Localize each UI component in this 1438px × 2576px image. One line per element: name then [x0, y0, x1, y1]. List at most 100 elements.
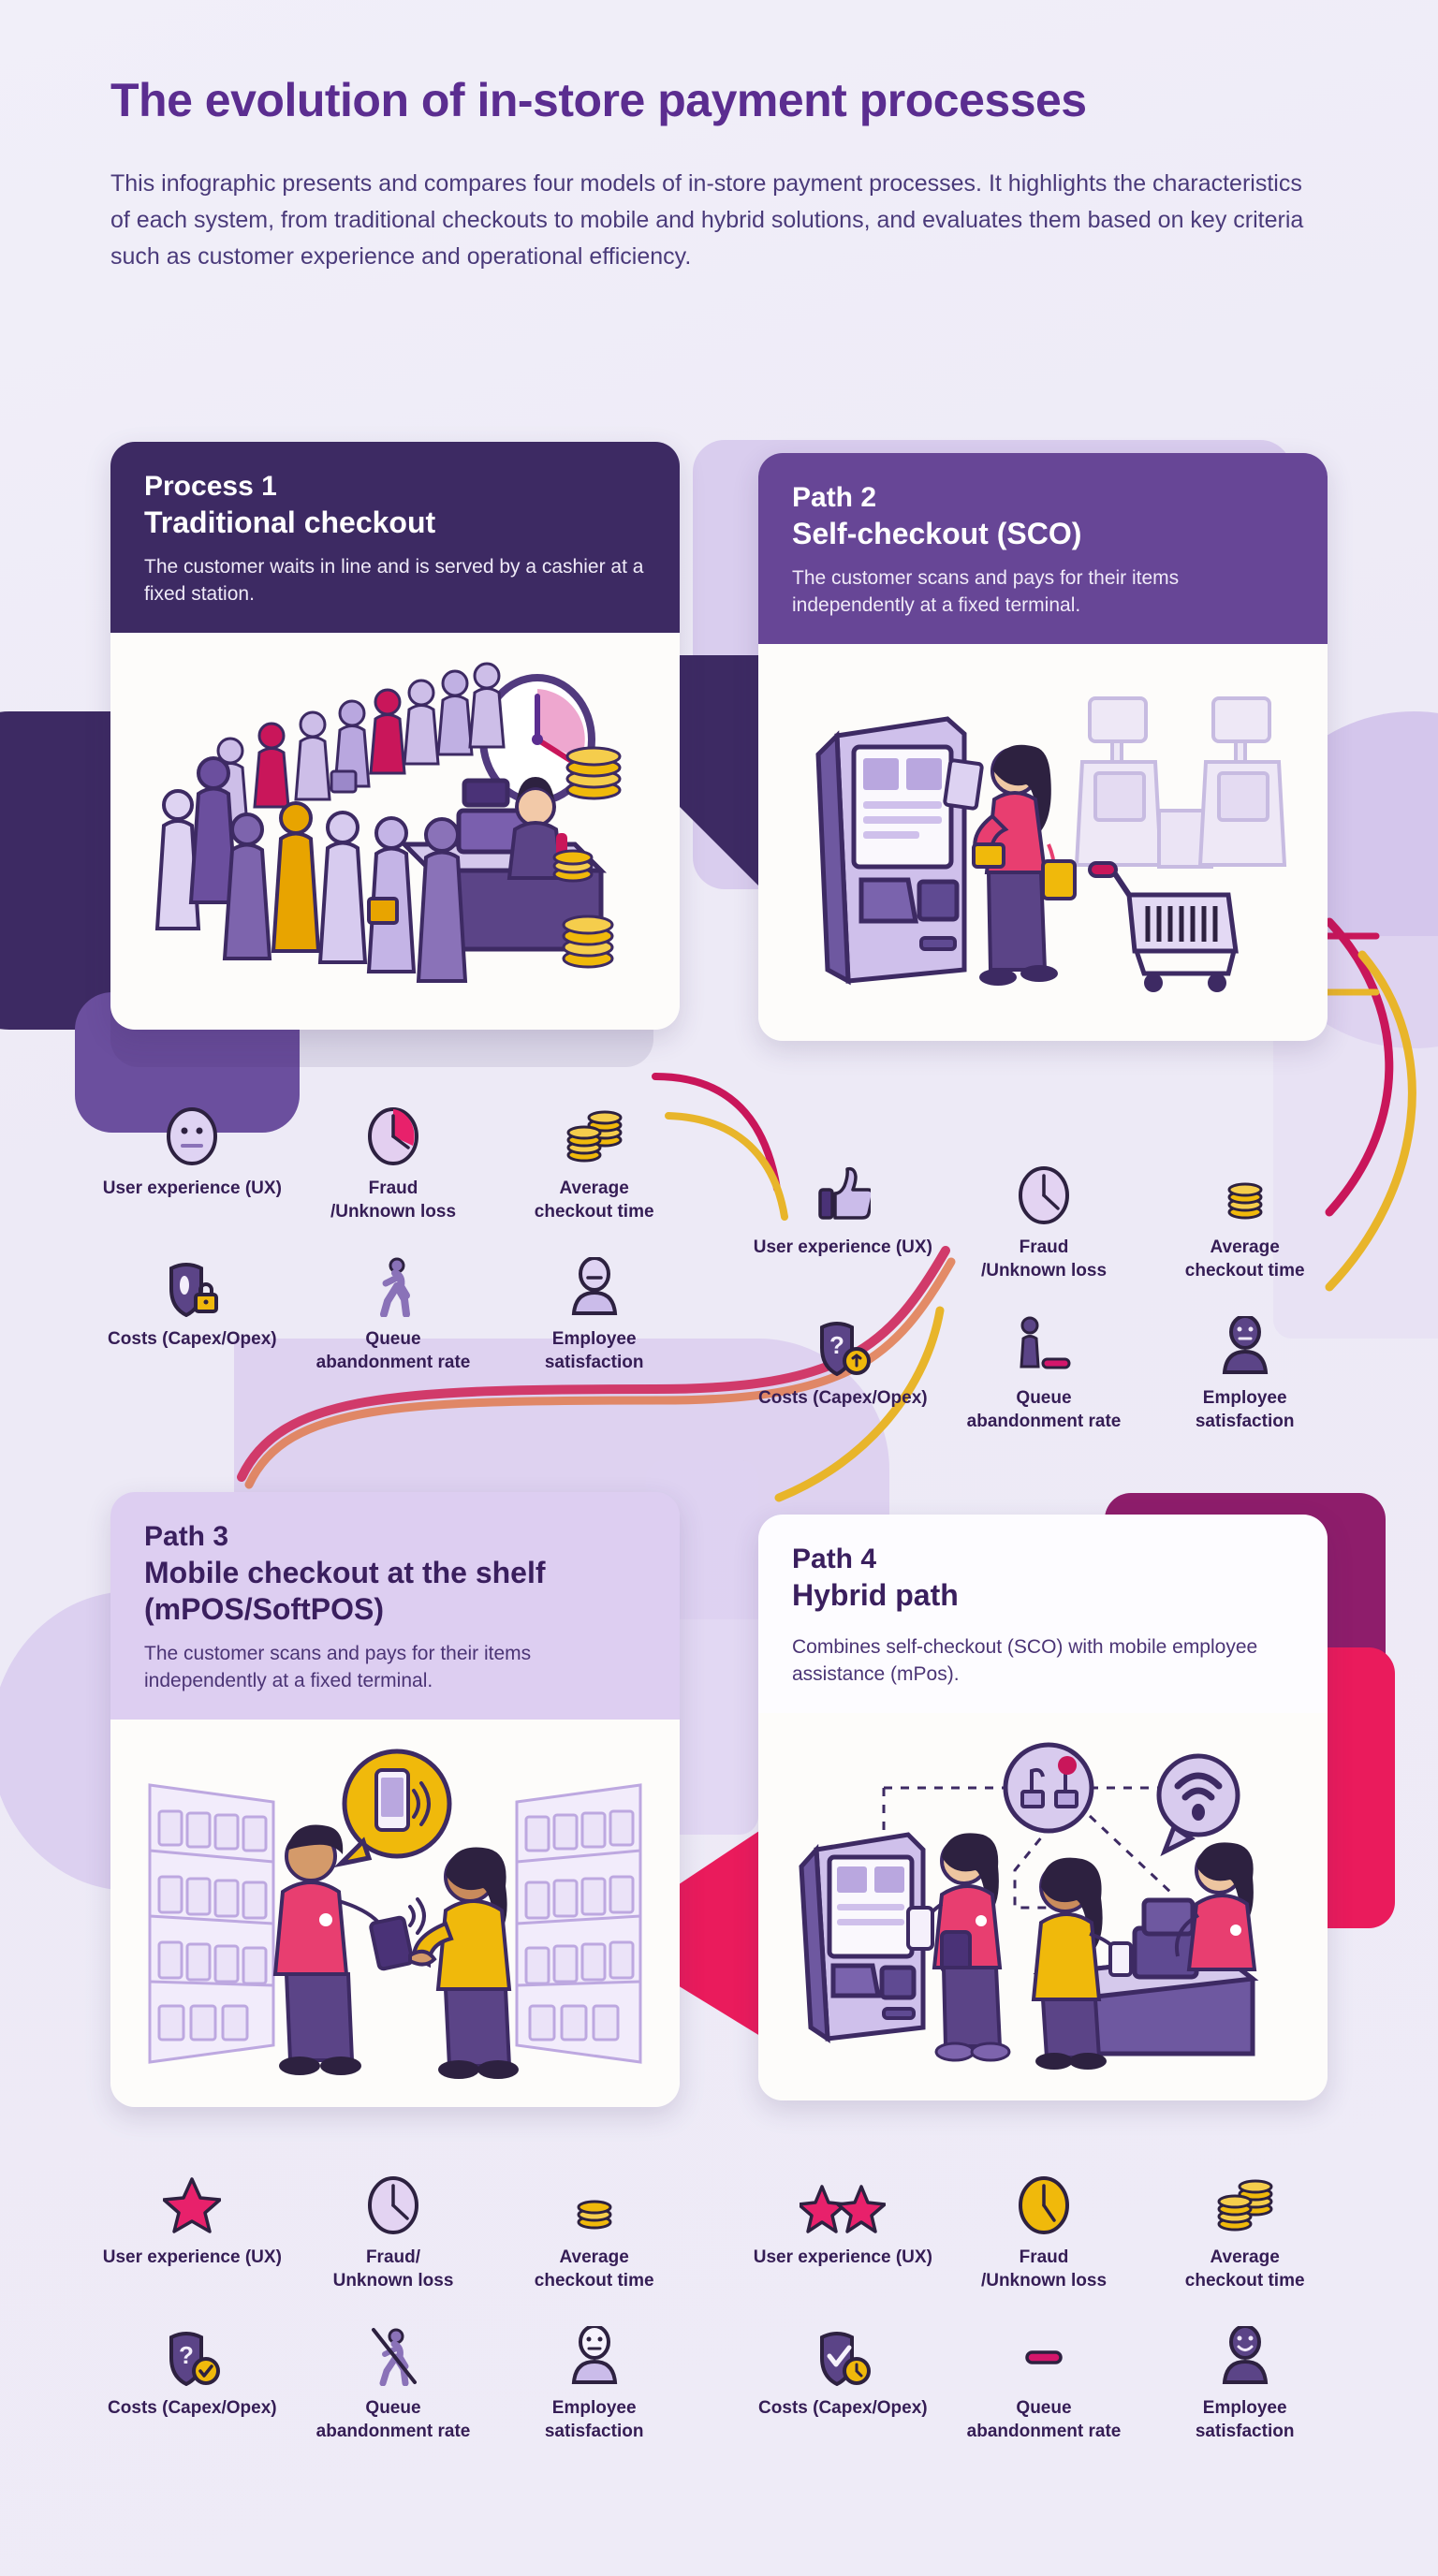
metric-label: Costs (Capex/Opex)	[108, 2398, 277, 2419]
person-smile-dark-icon	[1218, 2324, 1272, 2386]
metric-costs: ? Costs (Capex/Opex)	[94, 2324, 291, 2443]
card2-eyebrow: Path 2	[792, 482, 877, 513]
metric-costs: ? Costs (Capex/Opex)	[744, 1314, 942, 1433]
metric-label: Costs (Capex/Opex)	[758, 1388, 928, 1409]
metric-user-experience: User experience (UX)	[744, 2174, 942, 2292]
metric-fraud-loss: Fraud /Unknown loss	[946, 2174, 1143, 2292]
svg-text:?: ?	[829, 1331, 844, 1359]
metric-label: Employee satisfaction	[544, 2398, 644, 2442]
metric-costs: Costs (Capex/Opex)	[744, 2324, 942, 2443]
coin-stack-small-icon	[567, 2174, 622, 2235]
metric-checkout-time: Average checkout time	[1146, 1164, 1343, 1282]
card3-eyebrow: Path 3	[144, 1521, 229, 1552]
metric-queue-abandonment: Queue abandonment rate	[946, 1314, 1143, 1433]
card1-description: The customer waits in line and is served…	[144, 555, 644, 605]
coin-stack-single-icon	[1218, 1164, 1272, 1225]
metric-queue-abandonment: Queue abandonment rate	[295, 2324, 492, 2443]
card3-header: Path 3 Mobile checkout at the shelf (mPO…	[110, 1492, 680, 1720]
metric-label: Employee satisfaction	[1195, 2398, 1295, 2442]
metric-label: Queue abandonment rate	[966, 2398, 1122, 2442]
metric-label: Average checkout time	[1184, 1237, 1305, 1281]
metrics-card-4: User experience (UX) Fraud /Unknown loss	[744, 2174, 1343, 2444]
metric-label: User experience (UX)	[753, 2247, 932, 2267]
metrics-card-2: User experience (UX) Fraud /Unknown loss	[744, 1164, 1343, 1434]
header: The evolution of in-store payment proces…	[110, 75, 1346, 274]
double-star-icon	[800, 2174, 887, 2235]
illustration-mobile-checkout	[129, 1736, 661, 2083]
metric-label: Average checkout time	[1184, 2247, 1305, 2291]
intro-paragraph: This infographic presents and compares f…	[110, 170, 1304, 270]
metric-fraud-loss: Fraud/ Unknown loss	[295, 2174, 492, 2292]
card4-description: Combines self-checkout (SCO) with mobile…	[792, 1635, 1258, 1685]
metric-label: User experience (UX)	[102, 1178, 282, 1198]
coin-stack-double-icon	[1212, 2174, 1278, 2235]
metric-label: Fraud /Unknown loss	[980, 2247, 1108, 2291]
metric-employee-satisfaction: Employee satisfaction	[495, 1255, 693, 1374]
metric-label: Queue abandonment rate	[966, 1388, 1122, 1432]
metric-fraud-loss: Fraud /Unknown loss	[946, 1164, 1143, 1282]
neutral-face-icon	[165, 1105, 219, 1166]
process-card-4[interactable]: Path 4 Hybrid path Combines self-checkou…	[758, 1515, 1328, 2100]
metric-label: Employee satisfaction	[544, 1329, 644, 1373]
clock-gold-icon	[1017, 2174, 1071, 2235]
card1-eyebrow: Process 1	[144, 471, 277, 502]
card3-description: The customer scans and pays for their it…	[144, 1642, 532, 1691]
card1-header: Process 1 Traditional checkout The custo…	[110, 442, 680, 633]
clock-icon	[366, 2174, 420, 2235]
card4-eyebrow: Path 4	[792, 1544, 877, 1574]
illustration-traditional-checkout	[129, 650, 661, 1005]
metric-label: User experience (UX)	[753, 1237, 932, 1257]
person-neutral-dark-icon	[1218, 1314, 1272, 1376]
metric-fraud-loss: Fraud /Unknown loss	[295, 1105, 492, 1223]
metric-label: Average checkout time	[534, 1178, 654, 1222]
shield-check-coin-icon	[813, 2324, 873, 2387]
metric-label: Costs (Capex/Opex)	[758, 2398, 928, 2419]
page-title: The evolution of in-store payment proces…	[110, 74, 1087, 126]
person-with-short-bar-icon	[1015, 1314, 1073, 1376]
star-icon	[163, 2174, 222, 2235]
illustration-self-checkout	[777, 661, 1309, 1017]
metric-user-experience: User experience (UX)	[94, 1105, 291, 1223]
shield-question-check-icon: ?	[162, 2324, 222, 2387]
metric-label: Fraud /Unknown loss	[330, 1178, 457, 1222]
metric-checkout-time: Average checkout time	[1146, 2174, 1343, 2292]
shield-lock-icon	[162, 1255, 222, 1318]
pie-clock-icon	[366, 1105, 420, 1166]
card2-illustration-area	[758, 643, 1328, 1041]
person-neutral-outline-icon	[567, 2324, 622, 2386]
process-card-3[interactable]: Path 3 Mobile checkout at the shelf (mPO…	[110, 1492, 680, 2107]
metric-queue-abandonment: Queue abandonment rate	[946, 2324, 1143, 2443]
process-card-2[interactable]: Path 2 Self-checkout (SCO) The customer …	[758, 453, 1328, 1041]
card3-illustration-area	[110, 1719, 680, 2107]
card2-title: Self-checkout (SCO)	[792, 516, 1082, 550]
metric-label: Fraud/ Unknown loss	[332, 2247, 454, 2291]
card2-description: The customer scans and pays for their it…	[792, 566, 1180, 616]
metric-checkout-time: Average checkout time	[495, 1105, 693, 1223]
coin-stack-double-icon	[562, 1105, 627, 1166]
svg-text:?: ?	[179, 2341, 194, 2369]
metric-user-experience: User experience (UX)	[744, 1164, 942, 1282]
clock-icon	[1017, 1164, 1071, 1225]
card3-title: Mobile checkout at the shelf (mPOS/SoftP…	[144, 1555, 546, 1626]
thumbs-up-icon	[814, 1164, 872, 1225]
metric-costs: Costs (Capex/Opex)	[94, 1255, 291, 1374]
metric-label: Queue abandonment rate	[315, 2398, 471, 2442]
card4-illustration-area	[758, 1712, 1328, 2100]
metric-label: User experience (UX)	[102, 2247, 282, 2267]
short-bar-icon	[1017, 2324, 1071, 2386]
card1-title: Traditional checkout	[144, 505, 436, 539]
walking-person-crossed-icon	[366, 2324, 420, 2387]
metric-label: Queue abandonment rate	[315, 1329, 471, 1373]
card4-header: Path 4 Hybrid path Combines self-checkou…	[758, 1515, 1328, 1713]
metrics-card-3: User experience (UX) Fraud/ Unknown loss	[94, 2174, 693, 2444]
card4-title: Hybrid path	[792, 1577, 959, 1612]
card2-header: Path 2 Self-checkout (SCO) The customer …	[758, 453, 1328, 644]
illustration-hybrid-path	[777, 1730, 1309, 2076]
metric-label: Employee satisfaction	[1195, 1388, 1295, 1432]
process-card-1[interactable]: Process 1 Traditional checkout The custo…	[110, 442, 680, 1030]
metric-employee-satisfaction: Employee satisfaction	[495, 2324, 693, 2443]
metric-employee-satisfaction: Employee satisfaction	[1146, 1314, 1343, 1433]
metric-queue-abandonment: Queue abandonment rate	[295, 1255, 492, 1374]
